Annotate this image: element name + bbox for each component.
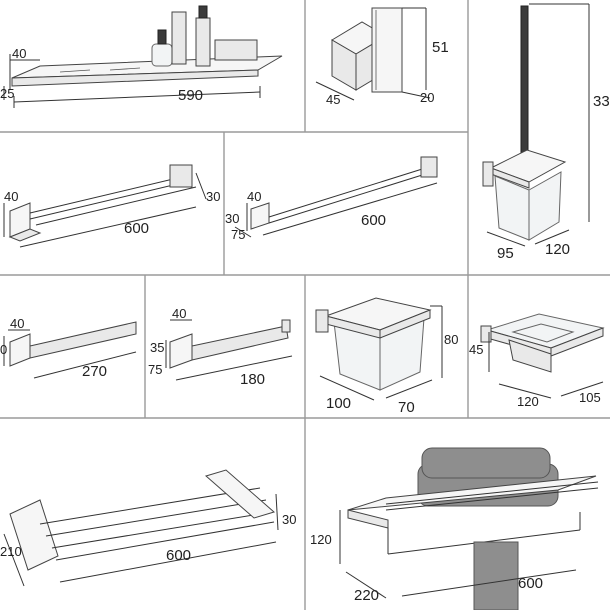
paper-holder-illustration	[169, 319, 291, 369]
triple-towel-rack-length-label: 600	[166, 547, 191, 564]
panel-soap-dish: 45 120 105	[469, 276, 610, 417]
hook-drawing: 51 45 20	[315, 7, 449, 107]
panel-towel-ring: 40 0 270	[0, 276, 144, 417]
single-towel-bar-height-label: 30	[225, 211, 239, 226]
hook-depth-label: 45	[326, 92, 340, 107]
tumbler-holder-dimension-lines	[319, 305, 443, 401]
paper-holder-width-label: 75	[148, 362, 162, 377]
tumbler-holder-illustration	[315, 297, 432, 391]
toilet-brush-dimension-lines	[486, 3, 590, 247]
panel-triple-towel-rack: 210 600 30	[0, 420, 304, 610]
tumbler-holder-depth-label: 100	[326, 395, 351, 412]
panel-shelf: 40 25 590	[0, 0, 304, 131]
triple-towel-rack-dimension-lines	[3, 493, 279, 587]
hook-illustration	[331, 7, 403, 93]
paper-holder-depth-label: 40	[172, 306, 186, 321]
panel-toilet-brush: 33 95 120	[469, 0, 610, 274]
toilet-brush-width-label: 120	[545, 241, 570, 258]
single-towel-bar-dimension-lines	[234, 182, 438, 238]
towel-shelf-drawing: 120 220 600	[310, 447, 599, 610]
towel-ring-drawing: 40 0 270	[0, 316, 137, 380]
toilet-brush-height-label: 33	[593, 93, 610, 110]
shelf-drawing: 40 25 590	[0, 5, 283, 108]
double-towel-bar-dimension-lines	[3, 172, 207, 248]
soap-dish-dimension-lines	[488, 332, 604, 399]
tumbler-holder-width-label: 70	[398, 399, 415, 416]
hook-width-label: 20	[420, 90, 434, 105]
panel-double-towel-bar: 40 30 600	[0, 133, 223, 274]
soap-dish-height-label: 45	[469, 342, 483, 357]
soap-dish-illustration	[480, 313, 605, 373]
towel-ring-dimension-lines	[3, 329, 137, 379]
panel-paper-holder: 40 35 75 180	[146, 276, 304, 417]
shelf-dimension-lines	[3, 54, 261, 108]
triple-towel-rack-depth-label: 210	[0, 544, 22, 559]
panel-hook: 51 45 20	[306, 0, 467, 131]
paper-holder-length-label: 180	[240, 371, 265, 388]
single-towel-bar-width-label: 75	[231, 227, 245, 242]
triple-towel-rack-height-label: 30	[282, 512, 296, 527]
paper-holder-height-label: 35	[150, 340, 164, 355]
soap-dish-width-label: 105	[579, 390, 601, 405]
triple-towel-rack-drawing: 210 600 30	[0, 469, 296, 587]
towel-shelf-length-label: 600	[518, 575, 543, 592]
triple-towel-rack-illustration	[9, 469, 276, 571]
towel-ring-height-label: 0	[0, 342, 7, 357]
hook-dimension-lines	[315, 7, 431, 101]
panel-tumbler-holder: 80 100 70	[306, 276, 467, 417]
double-towel-bar-drawing: 40 30 600	[3, 164, 220, 248]
toilet-brush-drawing: 33 95 120	[482, 3, 610, 262]
double-towel-bar-height-label: 30	[206, 189, 220, 204]
panel-single-towel-bar: 40 30 75 600	[225, 133, 467, 274]
toilet-brush-illustration	[482, 5, 567, 241]
paper-holder-drawing: 40 35 75 180	[148, 306, 293, 388]
panel-towel-shelf: 120 220 600	[306, 420, 610, 610]
double-towel-bar-depth-label: 40	[4, 189, 18, 204]
shelf-height-label: 25	[0, 86, 14, 101]
towel-ring-length-label: 270	[82, 363, 107, 380]
soap-dish-depth-label: 120	[517, 394, 539, 409]
towel-shelf-height-label: 120	[310, 532, 332, 547]
tumbler-holder-height-label: 80	[444, 332, 458, 347]
shelf-length-label: 590	[178, 87, 203, 104]
single-towel-bar-length-label: 600	[361, 212, 386, 229]
single-towel-bar-depth-label: 40	[247, 189, 261, 204]
towel-ring-illustration	[9, 321, 137, 367]
double-towel-bar-illustration	[8, 164, 197, 242]
towel-shelf-depth-label: 220	[354, 587, 379, 604]
toilet-brush-depth-label: 95	[497, 245, 514, 262]
hook-height-label: 51	[432, 39, 449, 56]
towel-ring-depth-label: 40	[10, 316, 24, 331]
single-towel-bar-illustration	[250, 156, 438, 230]
towel-shelf-dimension-lines	[339, 510, 577, 599]
single-towel-bar-drawing: 40 30 75 600	[225, 156, 438, 242]
tumbler-holder-drawing: 80 100 70	[315, 297, 458, 416]
towel-shelf-illustration	[347, 447, 599, 610]
double-towel-bar-length-label: 600	[124, 220, 149, 237]
soap-dish-drawing: 45 120 105	[469, 313, 605, 409]
shelf-illustration	[11, 5, 283, 87]
shelf-depth-label: 40	[12, 46, 26, 61]
paper-holder-dimension-lines	[165, 319, 293, 381]
